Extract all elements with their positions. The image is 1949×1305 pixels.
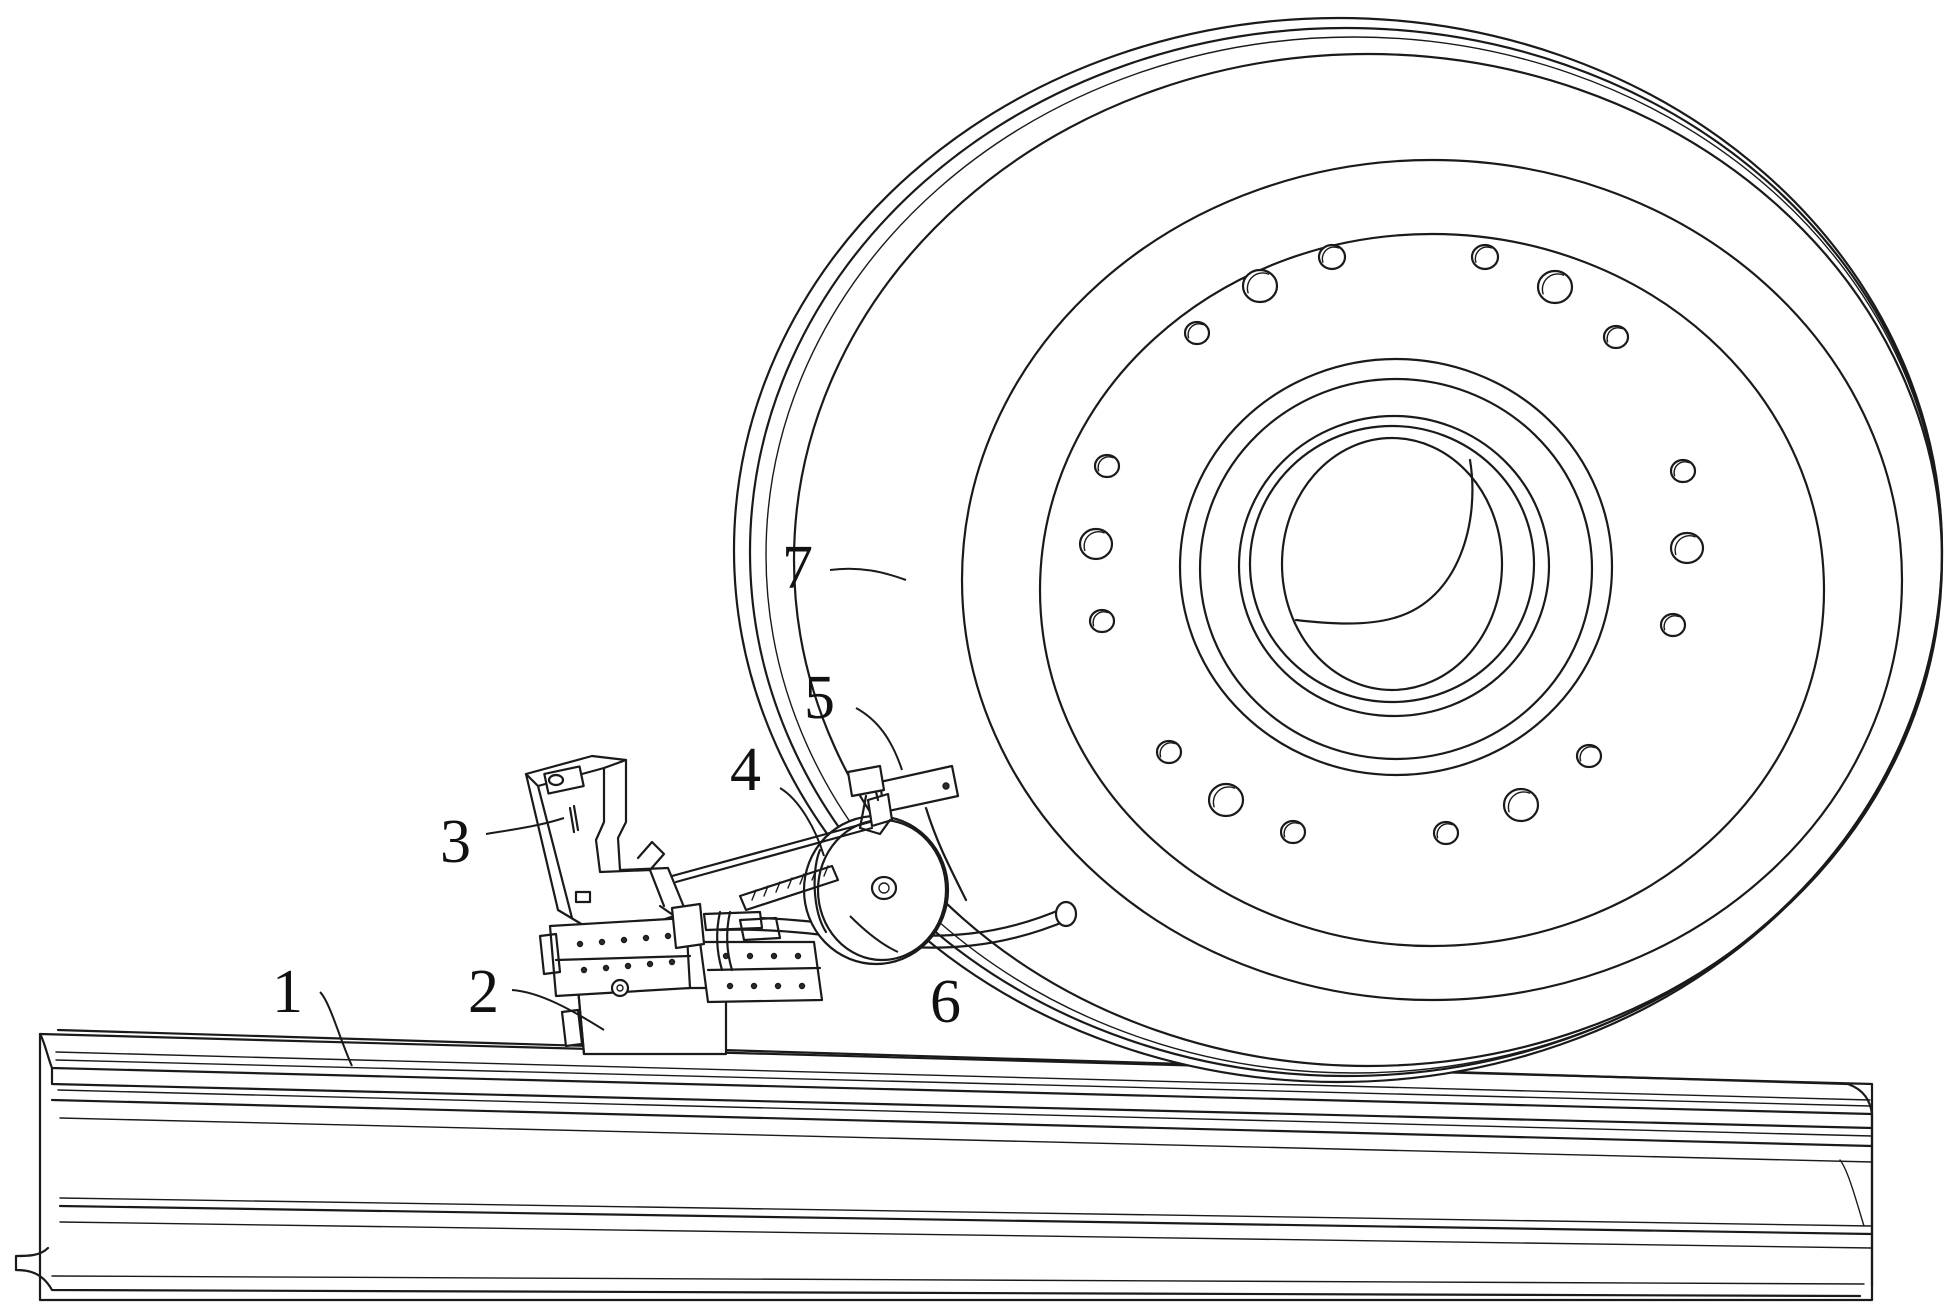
- bolt-hole: [1602, 324, 1630, 350]
- bolt-hole: [1241, 268, 1279, 304]
- rail: [14, 1028, 1874, 1302]
- bolt-hole: [1659, 612, 1687, 638]
- callout-5: 5: [804, 664, 835, 732]
- bolt-hole: [1207, 782, 1245, 818]
- arm: [524, 754, 688, 944]
- leader-6: [849, 915, 899, 953]
- bolt-hole: [1502, 787, 1540, 823]
- base: [538, 902, 824, 1056]
- rod: [670, 820, 874, 912]
- leader-1: [319, 991, 353, 1067]
- bolt-hole: [1078, 527, 1114, 561]
- callout-1: 1: [272, 958, 303, 1026]
- callout-4: 4: [730, 736, 761, 804]
- bolt-hole: [1155, 739, 1183, 765]
- leader-2: [511, 989, 605, 1031]
- bolt-hole: [1669, 458, 1697, 484]
- callout-6: 6: [930, 968, 961, 1036]
- bolt-hole: [1669, 531, 1705, 565]
- bolt-hole: [1470, 243, 1500, 271]
- bolt-hole: [1279, 819, 1307, 845]
- callout-7: 7: [782, 534, 813, 602]
- leader-5: [855, 707, 903, 771]
- leader-lines: [319, 567, 907, 1067]
- bolt-hole: [1432, 820, 1460, 846]
- callout-3: 3: [440, 808, 471, 876]
- leader-4: [779, 787, 825, 857]
- bolt-hole: [1088, 608, 1116, 634]
- wheel: [732, 16, 1944, 1084]
- bolt-hole: [1575, 743, 1603, 769]
- bolt-holes: [1078, 243, 1705, 846]
- callout-2: 2: [468, 958, 499, 1026]
- roller: [802, 814, 950, 966]
- leader-3: [485, 817, 565, 835]
- bolt-hole: [1093, 453, 1121, 479]
- callouts: 1 2 3 4 5 6 7: [272, 534, 961, 1036]
- bolt-hole: [1183, 320, 1211, 346]
- leader-7: [829, 567, 907, 581]
- bolt-hole: [1536, 269, 1574, 305]
- bolt-hole: [1317, 243, 1347, 271]
- clamp: [846, 764, 968, 902]
